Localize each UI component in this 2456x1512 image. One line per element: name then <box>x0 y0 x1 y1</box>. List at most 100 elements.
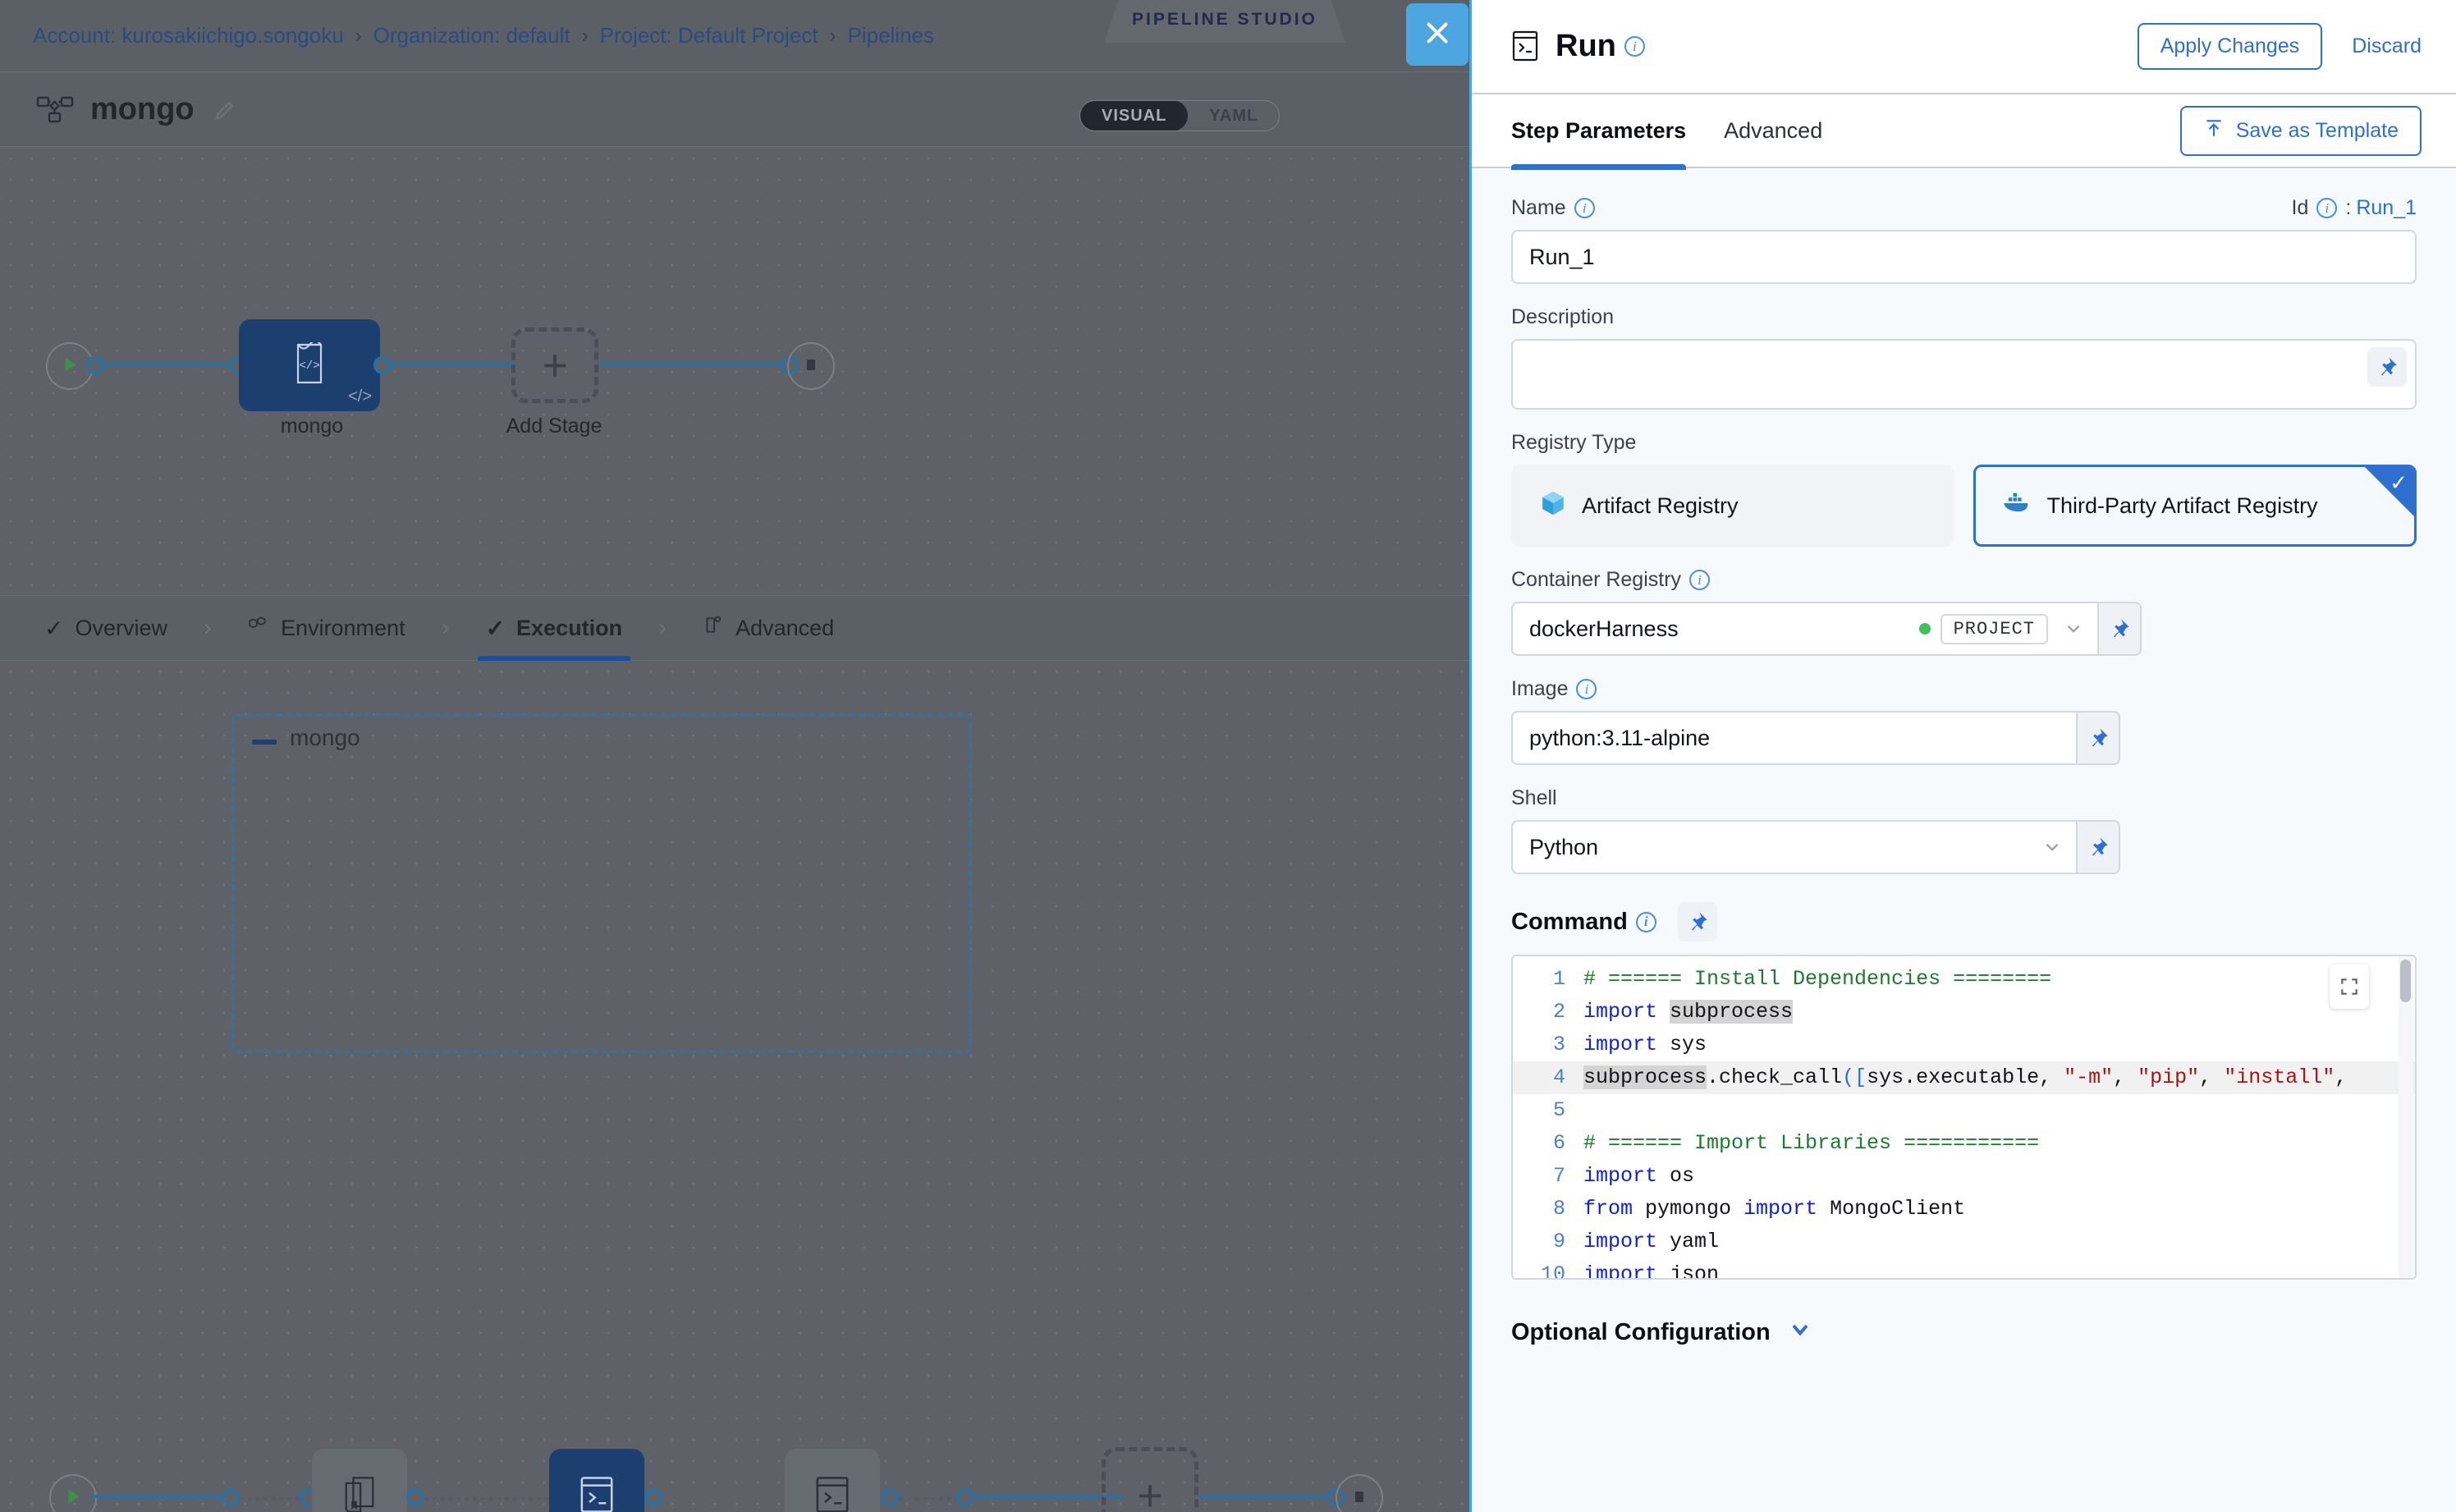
id-value: Run_1 <box>2356 196 2417 219</box>
check-icon: ✓ <box>44 615 64 641</box>
chevron-down-icon[interactable] <box>2063 618 2084 639</box>
save-as-template-button[interactable]: Save as Template <box>2179 105 2422 156</box>
pin-icon-image[interactable] <box>2078 711 2120 765</box>
registry-option-artifact-registry[interactable]: Artifact Registry <box>1511 465 1954 547</box>
execution-end-node[interactable] <box>1336 1474 1383 1512</box>
description-textarea[interactable] <box>1511 339 2417 410</box>
code-text: import sys <box>1583 1033 1707 1056</box>
breadcrumb: Account: kurosakiichigo.songoku › Organi… <box>0 0 1469 72</box>
minus-icon[interactable] <box>252 740 277 745</box>
pin-icon-container-registry[interactable] <box>2099 602 2142 656</box>
pin-icon-shell[interactable] <box>2078 820 2120 874</box>
step-node-run-1[interactable]: </> <box>549 1449 644 1512</box>
close-button[interactable] <box>1406 3 1469 66</box>
step-link <box>1198 1495 1335 1498</box>
execution-canvas[interactable]: mongo </> GitClone_1 <box>0 661 1469 1512</box>
info-icon[interactable]: i <box>1624 36 1645 57</box>
description-label: Description <box>1511 305 1615 328</box>
name-input[interactable] <box>1511 230 2417 284</box>
name-label-text: Name <box>1511 196 1566 219</box>
visual-yaml-toggle[interactable]: VISUAL YAML <box>1079 100 1281 131</box>
stage-tab-execution[interactable]: ✓ Execution <box>477 595 630 661</box>
upload-template-icon <box>2203 117 2225 144</box>
terminal-icon <box>1511 30 1542 64</box>
discard-button[interactable]: Discard <box>2352 34 2422 57</box>
step-connector-dot <box>222 1488 240 1506</box>
code-text: subprocess.check_call([sys.executable, "… <box>1583 1065 2348 1089</box>
container-registry-field[interactable]: dockerHarness PROJECT <box>1511 602 2142 656</box>
breadcrumb-item-project[interactable]: Project: Default Project <box>599 23 818 48</box>
shell-select[interactable]: Python <box>1511 820 2078 874</box>
chevron-down-icon[interactable] <box>2041 836 2063 858</box>
code-text: import subprocess <box>1583 1000 1794 1024</box>
hexagon-icon <box>248 615 269 642</box>
advanced-gear-icon <box>703 615 724 642</box>
image-input[interactable]: python:3.11-alpine <box>1511 711 2078 765</box>
apply-changes-button[interactable]: Apply Changes <box>2137 23 2323 70</box>
step-link <box>92 1495 233 1498</box>
stage-connector-dot <box>86 356 104 374</box>
info-icon[interactable]: i <box>1635 911 1656 932</box>
breadcrumb-item-account[interactable]: Account: kurosakiichigo.songoku <box>33 23 344 48</box>
line-number: 1 <box>1552 967 1565 991</box>
info-icon[interactable]: i <box>1576 679 1597 699</box>
code-text: # ====== Import Libraries =========== <box>1583 1131 2040 1155</box>
terminal-icon <box>578 1474 616 1512</box>
info-icon[interactable]: i <box>1574 198 1595 218</box>
breadcrumb-item-organization[interactable]: Organization: default <box>373 23 570 48</box>
editor-scrollbar[interactable] <box>2399 956 2413 1278</box>
step-group-label: mongo <box>290 725 360 750</box>
breadcrumb-item-pipelines[interactable]: Pipelines <box>847 23 935 48</box>
svg-text:</>: </> <box>299 360 319 373</box>
info-icon[interactable]: i <box>2316 198 2338 218</box>
command-code-editor[interactable]: 1# ====== Install Dependencies ======== … <box>1511 955 2417 1280</box>
add-stage-button[interactable]: + <box>511 328 598 403</box>
shell-field[interactable]: Python <box>1511 820 2120 874</box>
image-field[interactable]: python:3.11-alpine <box>1511 711 2120 765</box>
line-number: 8 <box>1552 1197 1565 1221</box>
chevron-down-icon <box>1787 1316 1813 1349</box>
pin-icon-command[interactable] <box>1677 902 1717 942</box>
step-node-run-2[interactable] <box>785 1449 880 1512</box>
editor-scrollbar-thumb[interactable] <box>2400 960 2411 1002</box>
stage-link <box>387 362 515 365</box>
step-node-gitclone-1[interactable]: </> <box>312 1449 407 1512</box>
toggle-option-yaml[interactable]: YAML <box>1209 106 1258 125</box>
line-number: 5 <box>1552 1098 1565 1122</box>
step-link <box>974 1495 1123 1498</box>
add-step-button[interactable]: + <box>1102 1447 1198 1512</box>
execution-start-node[interactable] <box>49 1474 97 1512</box>
id-label: Id <box>2291 196 2309 219</box>
code-stage-icon: </> <box>293 339 326 389</box>
pin-icon-description[interactable] <box>2367 347 2407 387</box>
stage-tab-overview[interactable]: ✓ Overview <box>41 595 171 661</box>
artifact-cube-icon <box>1539 489 1567 523</box>
toggle-option-visual[interactable]: VISUAL <box>1080 101 1189 131</box>
registry-option-third-party-label: Third-Party Artifact Registry <box>2046 493 2318 518</box>
step-link <box>424 1496 646 1501</box>
expand-icon[interactable] <box>2330 964 2369 1009</box>
info-icon[interactable]: i <box>1689 570 1711 590</box>
panel-title: Run <box>1556 29 1616 63</box>
optional-configuration-toggle[interactable]: Optional Configuration <box>1511 1316 2417 1349</box>
tab-advanced[interactable]: Advanced <box>1724 117 1823 143</box>
stage-link <box>598 362 789 365</box>
breadcrumb-separator: › <box>581 24 589 47</box>
tab-step-parameters[interactable]: Step Parameters <box>1511 93 1687 170</box>
stage-tab-advanced[interactable]: Advanced <box>699 595 837 661</box>
code-lines[interactable]: 1# ====== Install Dependencies ======== … <box>1513 956 2415 1280</box>
pipeline-end-node[interactable] <box>787 342 835 390</box>
stage-tab-environment[interactable]: Environment <box>245 595 409 661</box>
shell-label: Shell <box>1511 786 1557 809</box>
docker-whale-icon <box>2002 492 2032 520</box>
pencil-icon[interactable] <box>213 98 237 122</box>
container-registry-input[interactable]: dockerHarness PROJECT <box>1511 602 2099 656</box>
stage-node-mongo[interactable]: </> </> <box>239 319 380 411</box>
breadcrumb-separator: › <box>355 24 362 47</box>
registry-option-third-party[interactable]: ✓ Third-Party Artifact Registry <box>1973 465 2417 547</box>
line-number: 10 <box>1540 1262 1565 1280</box>
code-text: # ====== Install Dependencies ======== <box>1583 967 2052 991</box>
stage-canvas[interactable]: </> </> + Add Stage mongo <box>0 148 1469 595</box>
